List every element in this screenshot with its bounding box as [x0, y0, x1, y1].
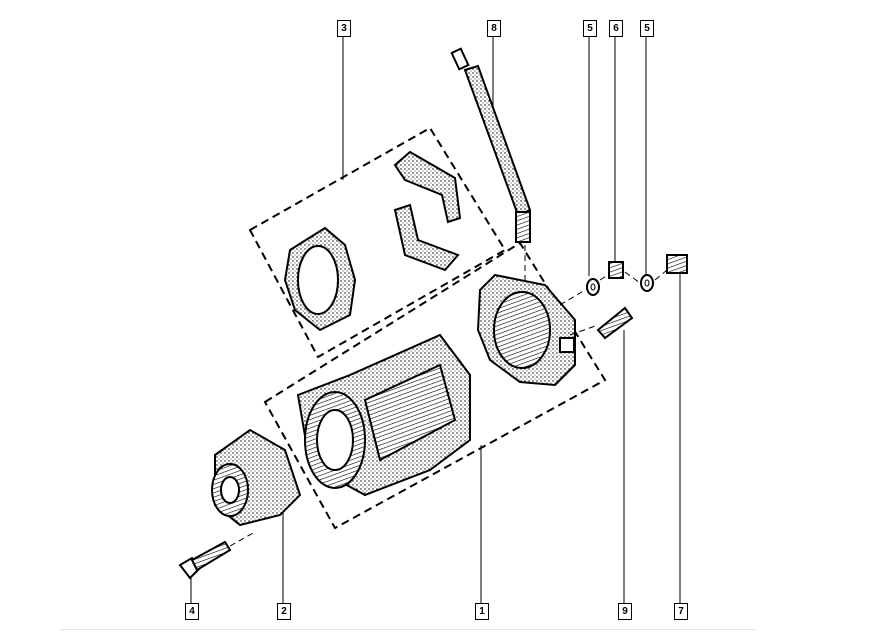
alignment-lines: [524, 245, 668, 336]
rod-8: [450, 47, 532, 243]
bottom-divider: [60, 629, 755, 630]
rear-cover: [476, 273, 576, 387]
split-gasket: [393, 150, 462, 272]
gasket-set-group: [248, 126, 507, 359]
housing-group: [263, 241, 607, 530]
callout-5a: 5: [583, 20, 597, 37]
bolt-4: [178, 531, 256, 580]
plug-6: [608, 261, 624, 279]
front-cover: [211, 428, 302, 527]
callout-8: 8: [487, 20, 501, 37]
callout-9: 9: [618, 603, 632, 620]
plug-7: [666, 254, 688, 274]
callout-2: 2: [277, 603, 291, 620]
washer-5b: [640, 274, 654, 292]
callout-3: 3: [337, 20, 351, 37]
main-housing: [296, 333, 471, 497]
leader-lines: [190, 36, 681, 603]
callout-4: 4: [185, 603, 199, 620]
round-gasket: [283, 226, 357, 332]
callout-6: 6: [609, 20, 623, 37]
callout-1: 1: [475, 603, 489, 620]
callout-7: 7: [674, 603, 688, 620]
callout-5b: 5: [640, 20, 654, 37]
breather-9: [596, 306, 634, 340]
washer-5a: [586, 278, 600, 296]
